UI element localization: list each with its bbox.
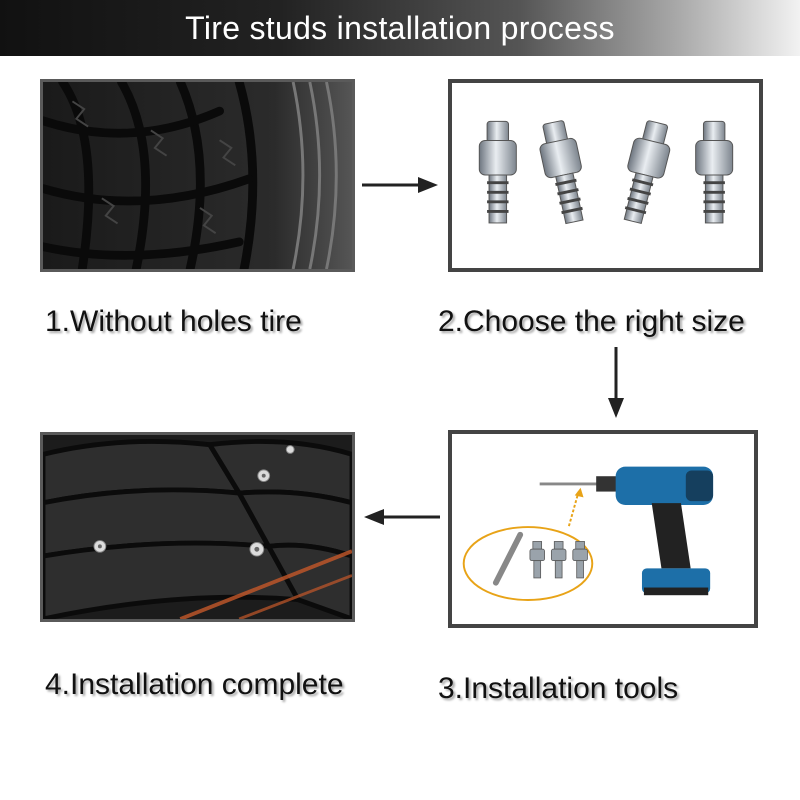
step-4-caption: 4.Installation complete bbox=[45, 668, 344, 701]
drill-icon bbox=[539, 466, 714, 596]
step-3-caption: 3.Installation tools bbox=[438, 672, 679, 705]
tire-without-holes-image bbox=[40, 79, 355, 272]
arrow-left bbox=[364, 509, 440, 525]
title-banner: Tire studs installation process bbox=[0, 0, 800, 56]
studded-tire-image bbox=[40, 432, 355, 622]
installation-tools-image bbox=[448, 430, 758, 628]
tire-studs-image bbox=[448, 79, 763, 272]
page-title: Tire studs installation process bbox=[185, 10, 615, 46]
arrow-right bbox=[362, 177, 438, 193]
step-2-caption: 2.Choose the right size bbox=[438, 305, 745, 338]
step-1-caption: 1.Without holes tire bbox=[45, 305, 302, 338]
arrow-down bbox=[608, 347, 624, 418]
